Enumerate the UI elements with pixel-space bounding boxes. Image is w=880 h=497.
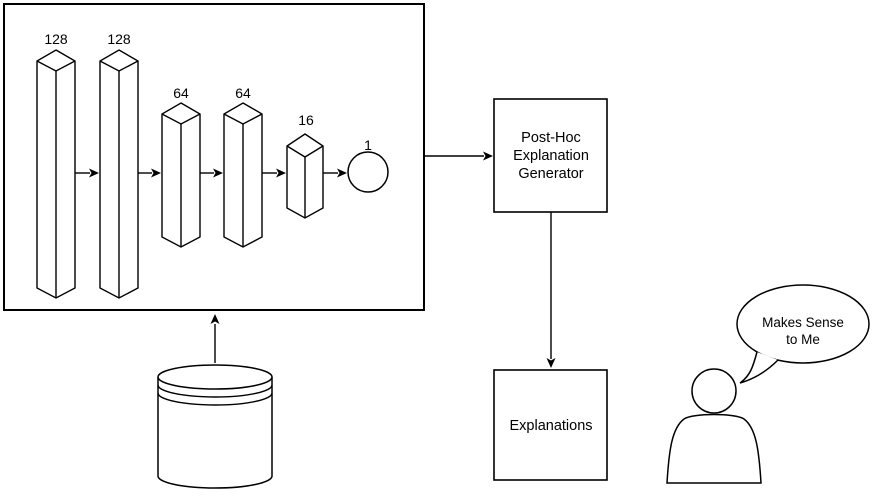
output-neuron: 1	[347, 137, 389, 193]
speech-bubble-tail	[739, 351, 779, 384]
layer-size-label: 64	[173, 85, 189, 101]
person-icon	[666, 368, 762, 484]
network-layer-bar-4: 64	[223, 85, 263, 248]
arrow-layer5-output	[323, 168, 347, 178]
arrow-generator-explanations	[546, 212, 556, 368]
speech-text-line1: Makes Sense	[762, 315, 844, 330]
arrow-layer1-layer2	[75, 168, 99, 178]
arrow-database-network	[210, 314, 220, 363]
layer-size-label: 128	[107, 31, 131, 47]
layer-size-label: 64	[235, 85, 251, 101]
explanations-box: Explanations	[493, 369, 608, 481]
speech-text-line2: to Me	[786, 332, 820, 347]
layer-size-label: 128	[44, 31, 68, 47]
arrow-layer4-layer5	[262, 168, 286, 178]
network-layer-bar-3: 64	[161, 85, 201, 248]
neural-network-container-box	[3, 3, 425, 311]
layer-size-label: 16	[298, 112, 314, 128]
speech-bubble: Makes Sense to Me	[736, 284, 870, 384]
network-layer-bar-5: 16	[286, 112, 324, 219]
generator-label-line2: Explanation	[513, 148, 589, 164]
person-torso	[666, 413, 762, 484]
output-size-label: 1	[364, 137, 372, 153]
arrow-layer2-layer3	[138, 168, 161, 178]
network-layer-bar-2: 128	[99, 31, 139, 299]
explanations-label: Explanations	[509, 418, 592, 434]
arrow-layer3-layer4	[200, 168, 223, 178]
network-layer-bar-1: 128	[36, 31, 76, 299]
person-head	[691, 368, 737, 414]
generator-label-line1: Post-Hoc	[521, 130, 581, 146]
database-icon	[157, 364, 273, 489]
generator-label-line3: Generator	[518, 166, 583, 182]
arrow-network-generator	[424, 151, 493, 161]
post-hoc-generator-box: Post-Hoc Explanation Generator	[493, 98, 608, 213]
